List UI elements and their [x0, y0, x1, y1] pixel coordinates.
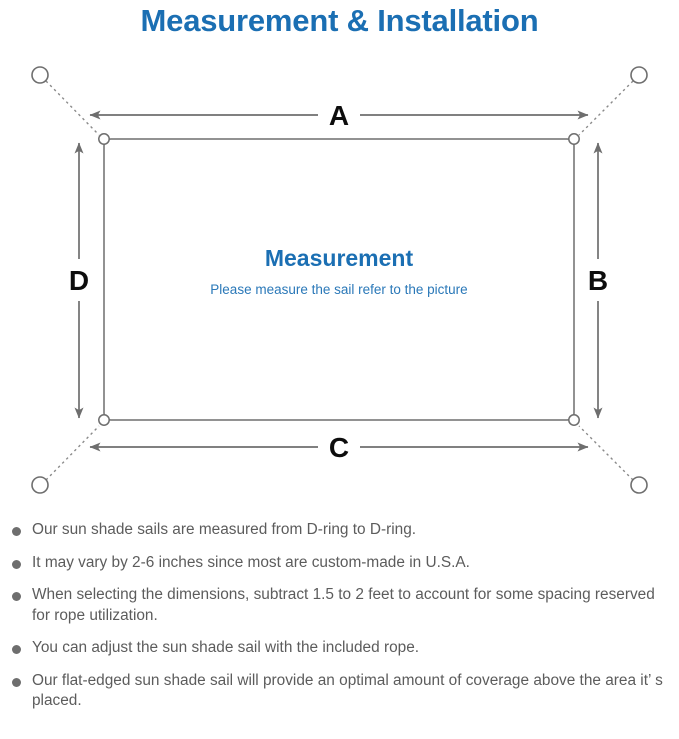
- dimension-label-c: C: [329, 432, 349, 463]
- anchor-points: [31, 66, 648, 494]
- rope-top-right: [578, 80, 634, 136]
- rope-lines: [45, 80, 634, 481]
- page-title: Measurement & Installation: [140, 3, 539, 38]
- d-rings: [98, 133, 580, 426]
- bullet-icon: [12, 592, 21, 601]
- bullet-icon: [12, 677, 21, 687]
- list-item: When selecting the dimensions, subtract …: [0, 585, 679, 626]
- bullet-icon: [12, 559, 21, 569]
- rope-bottom-left: [45, 425, 100, 481]
- note-text: You can adjust the sun shade sail with t…: [32, 639, 420, 656]
- rope-top-left: [45, 80, 100, 136]
- notes-list: Our sun shade sails are measured from D-…: [0, 520, 679, 724]
- bullet-icon: [12, 645, 21, 654]
- d-ring-bottom-right: [568, 414, 580, 426]
- anchor-point-bottom-right: [630, 476, 648, 494]
- anchor-point-bottom-left: [31, 476, 49, 494]
- anchor-point-top-left: [31, 66, 49, 84]
- list-item: Our sun shade sails are measured from D-…: [0, 520, 679, 541]
- note-text: When selecting the dimensions, subtract …: [32, 586, 655, 624]
- measurement-diagram: Measurement Please measure the sail refe…: [0, 44, 679, 514]
- rope-bottom-right: [578, 425, 634, 481]
- d-ring-top-left: [98, 133, 110, 145]
- note-text: Our sun shade sails are measured from D-…: [32, 521, 417, 538]
- sail-center-subtext: Please measure the sail refer to the pic…: [210, 282, 467, 297]
- bullet-icon: [12, 527, 21, 536]
- diagram-svg: Measurement Please measure the sail refe…: [31, 66, 648, 494]
- list-item: You can adjust the sun shade sail with t…: [0, 638, 679, 659]
- dimension-label-d: D: [69, 265, 89, 296]
- dimension-label-a: A: [329, 100, 349, 131]
- d-ring-top-right: [568, 133, 580, 145]
- list-item: Our flat-edged sun shade sail will provi…: [0, 671, 679, 712]
- dimension-label-b: B: [588, 265, 608, 296]
- list-item: It may vary by 2-6 inches since most are…: [0, 553, 679, 574]
- sail-rectangle: [103, 138, 575, 421]
- sail-center-heading: Measurement: [265, 245, 414, 271]
- d-ring-bottom-left: [98, 414, 110, 426]
- anchor-point-top-right: [630, 66, 648, 84]
- note-text: Our flat-edged sun shade sail will provi…: [32, 671, 663, 710]
- note-text: It may vary by 2-6 inches since most are…: [32, 553, 470, 571]
